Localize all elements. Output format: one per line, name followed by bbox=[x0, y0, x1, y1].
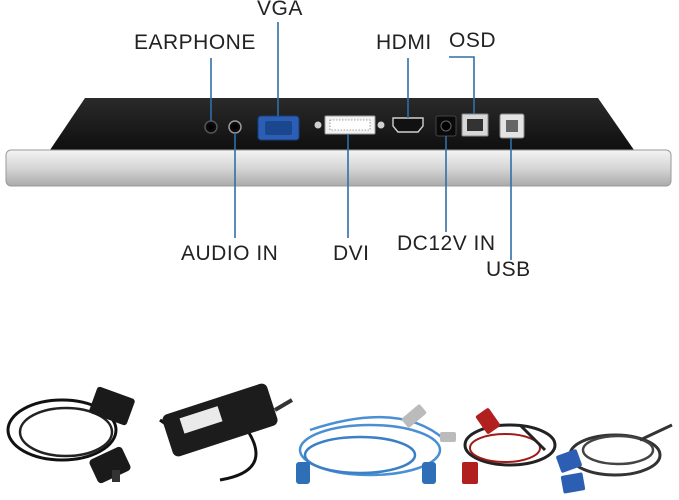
label-dc12v-in: DC12V IN bbox=[397, 232, 496, 255]
label-dvi: DVI bbox=[333, 242, 370, 265]
label-hdmi: HDMI bbox=[376, 31, 432, 54]
earphone-port bbox=[204, 120, 218, 134]
vga-port bbox=[257, 115, 300, 141]
hdmi-cable-icon bbox=[462, 408, 557, 484]
usb-port bbox=[499, 113, 525, 139]
usb-cable-icon bbox=[296, 404, 456, 484]
audio-in-port bbox=[228, 120, 242, 134]
power-cord-icon bbox=[6, 386, 135, 484]
leader-lines bbox=[210, 22, 512, 260]
dc12v-port bbox=[435, 115, 457, 137]
power-adapter-icon bbox=[159, 383, 294, 482]
osd-port bbox=[461, 113, 489, 137]
vga-cable-icon bbox=[556, 423, 673, 494]
monitor-bezel bbox=[5, 149, 672, 187]
dvi-port bbox=[314, 115, 385, 135]
hdmi-port bbox=[392, 117, 424, 133]
label-vga: VGA bbox=[257, 0, 303, 20]
label-usb: USB bbox=[486, 258, 531, 281]
label-audio-in: AUDIO IN bbox=[181, 242, 279, 265]
label-earphone: EARPHONE bbox=[134, 31, 256, 54]
label-osd: OSD bbox=[449, 29, 497, 52]
